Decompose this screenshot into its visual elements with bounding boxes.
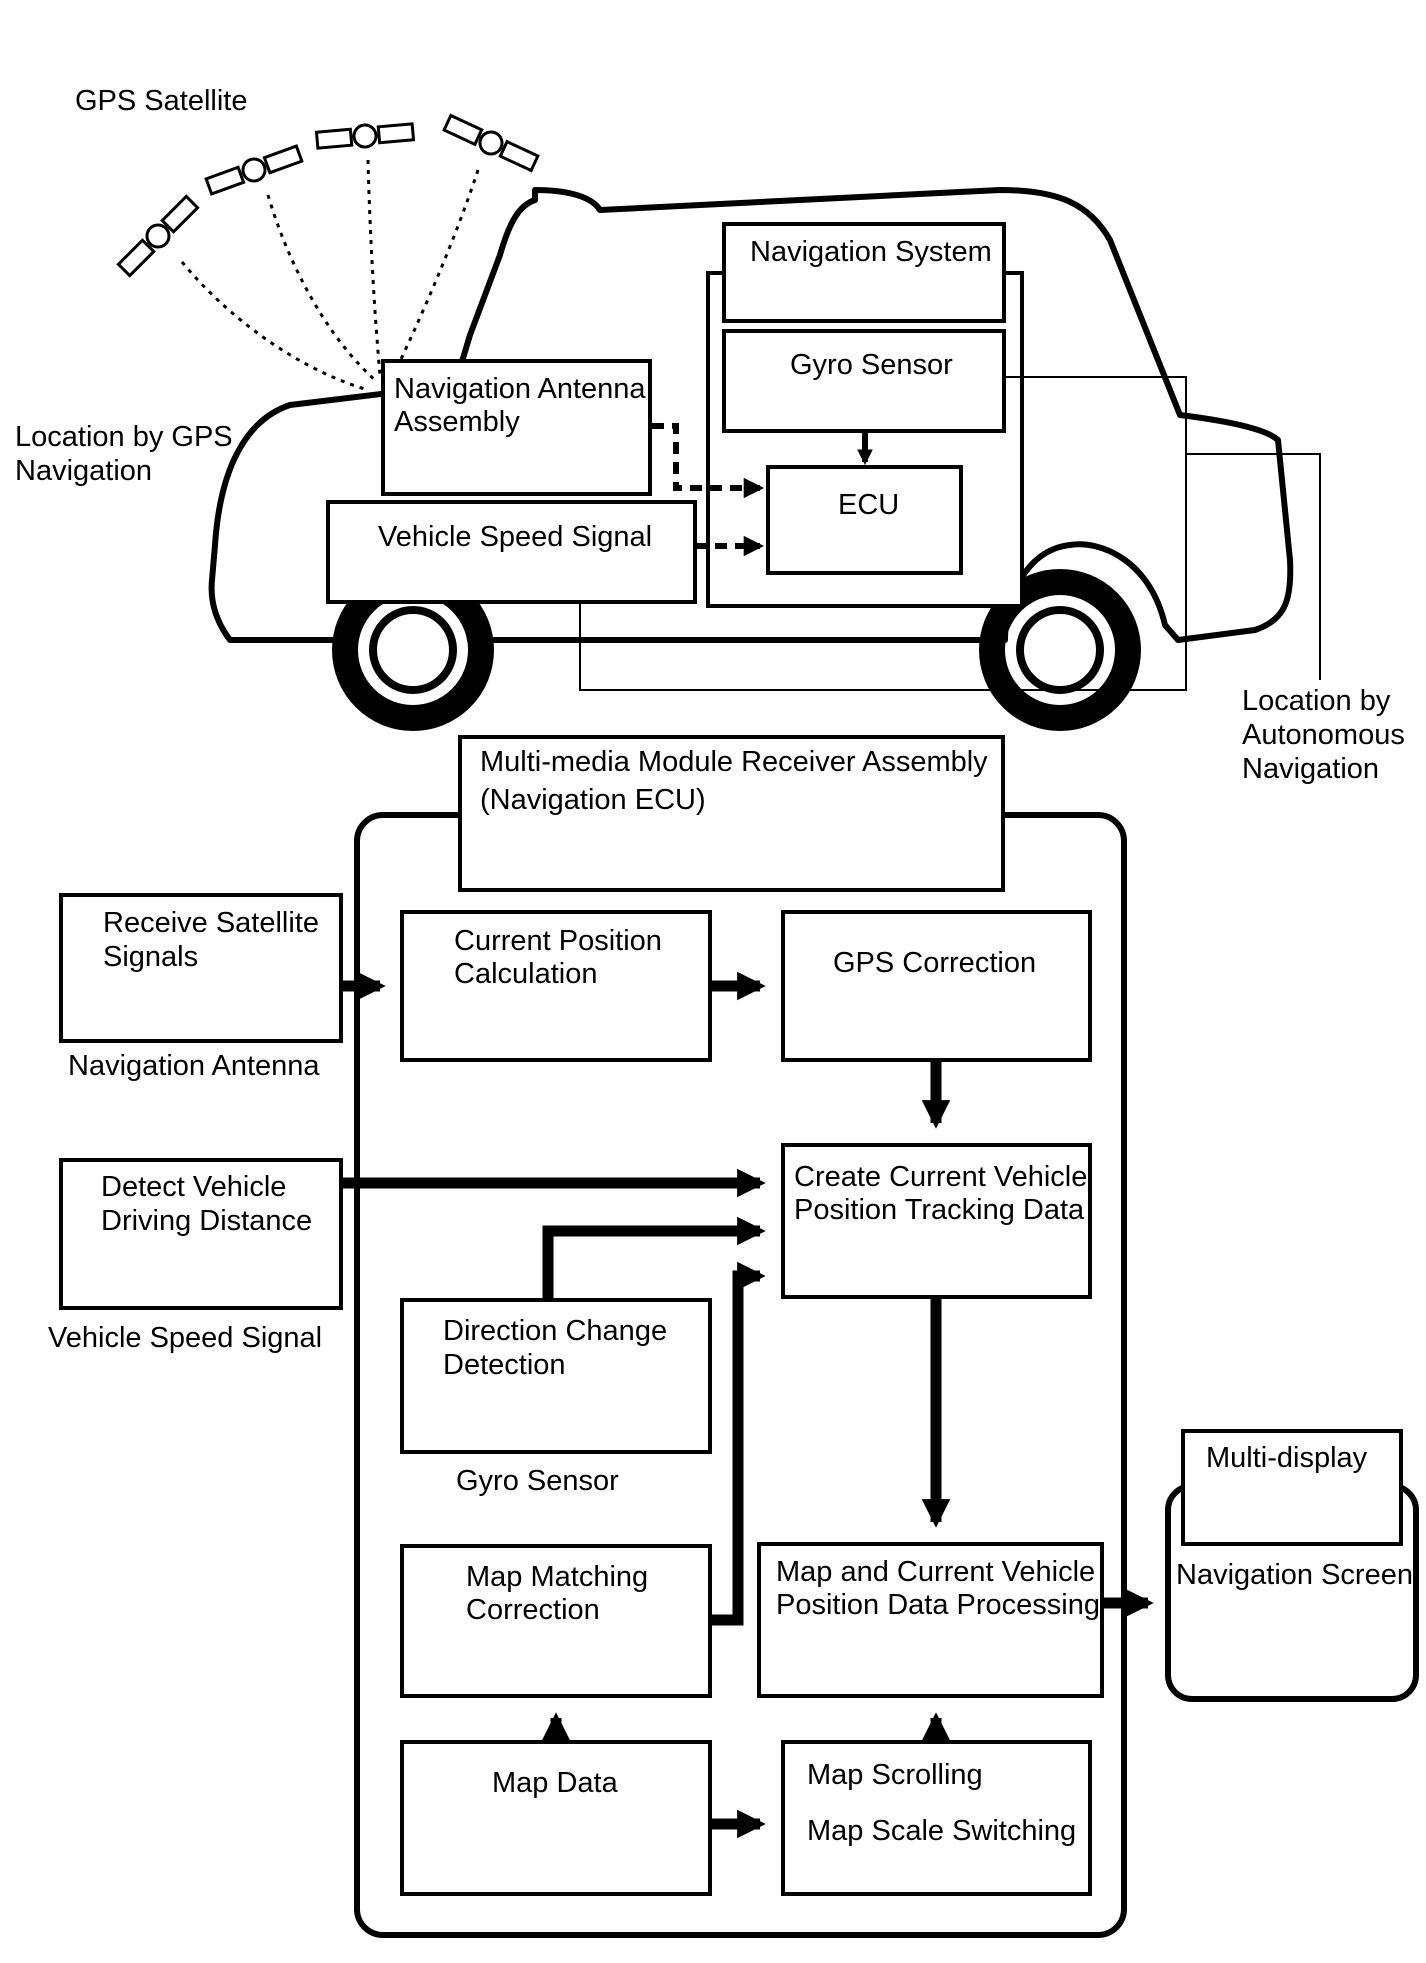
gyro-sensor-top-label: Gyro Sensor	[790, 349, 953, 381]
antenna-to-ecu-arrow	[652, 423, 765, 499]
create-tracking-box	[781, 1143, 1092, 1299]
detect-vehicle-label-1: Detect Vehicle	[101, 1171, 286, 1203]
ecu-label: ECU	[838, 489, 899, 521]
satellite-icon	[116, 194, 200, 278]
map-scale-label: Map Scale Switching	[807, 1815, 1076, 1847]
autonomous-leader-line	[1186, 453, 1321, 680]
vehicle-speed-signal-box-top	[326, 500, 697, 604]
location-autonomous-label-2: Autonomous	[1242, 719, 1405, 751]
current-position-label-1: Current Position	[454, 925, 662, 957]
direction-change-label-1: Direction Change	[443, 1315, 667, 1347]
current-position-box	[400, 910, 712, 1062]
gyro-sensor-label: Gyro Sensor	[456, 1465, 619, 1497]
vehicle-speed-signal-top-label: Vehicle Speed Signal	[378, 521, 652, 553]
satellite-icon	[442, 113, 540, 173]
direction-change-box	[400, 1298, 712, 1454]
direction-to-tracking-arrow	[542, 1216, 766, 1300]
direction-change-label-2: Detection	[443, 1349, 566, 1381]
navigation-screen-label: Navigation Screen	[1176, 1559, 1413, 1591]
satellite-icon	[314, 122, 416, 150]
module-receiver-label-2: (Navigation ECU)	[480, 784, 706, 816]
map-processing-box	[757, 1542, 1104, 1698]
map-matching-to-tracking-arrow	[712, 1261, 766, 1626]
autonomous-bracket	[579, 376, 1187, 691]
receive-satellite-label-1: Receive Satellite	[103, 907, 319, 939]
gyro-sensor-box-top	[722, 329, 1006, 433]
gps-correction-box	[781, 910, 1092, 1062]
map-processing-label-1: Map and Current Vehicle	[776, 1556, 1095, 1588]
create-tracking-label-1: Create Current Vehicle	[794, 1161, 1087, 1193]
location-autonomous-label-3: Navigation	[1242, 753, 1379, 785]
receive-satellite-label-2: Signals	[103, 941, 198, 973]
navigation-system-box	[722, 222, 1006, 323]
location-autonomous-label-1: Location by	[1242, 685, 1391, 717]
module-receiver-box	[458, 735, 1005, 892]
vehicle-speed-signal-label: Vehicle Speed Signal	[48, 1322, 322, 1354]
detect-vehicle-box	[59, 1158, 343, 1310]
gps-correction-label: GPS Correction	[833, 947, 1036, 979]
gps-satellite-label: GPS Satellite	[75, 85, 247, 117]
multi-display-label: Multi-display	[1206, 1442, 1368, 1474]
nav-antenna-assembly-label-1: Navigation Antenna	[394, 373, 646, 405]
nav-antenna-assembly-label-2: Assembly	[394, 406, 520, 438]
map-data-box	[400, 1740, 712, 1896]
map-matching-label-2: Correction	[466, 1594, 600, 1626]
map-matching-box	[400, 1544, 712, 1698]
create-tracking-label-2: Position Tracking Data	[794, 1194, 1085, 1226]
location-gps-label-2: Navigation	[15, 455, 152, 487]
receive-satellite-box	[59, 893, 343, 1043]
gps-signal-waves	[180, 159, 480, 392]
map-processing-label-2: Position Data Processing	[776, 1589, 1100, 1621]
module-receiver-label-1: Multi-media Module Receiver Assembly	[480, 746, 988, 778]
location-gps-label-1: Location by GPS	[15, 421, 233, 453]
flow-arrows	[343, 971, 1154, 1839]
nav-antenna-assembly-box	[381, 359, 652, 496]
map-data-label: Map Data	[492, 1767, 619, 1799]
map-scrolling-label: Map Scrolling	[807, 1759, 983, 1791]
current-position-label-2: Calculation	[454, 958, 597, 990]
map-scrolling-box	[781, 1740, 1092, 1896]
car-illustration	[116, 113, 1294, 731]
map-matching-label-1: Map Matching	[466, 1561, 648, 1593]
navigation-antenna-label: Navigation Antenna	[68, 1050, 320, 1082]
multi-display-box	[1181, 1429, 1403, 1546]
navigation-system-label: Navigation System	[750, 236, 992, 268]
satellite-icon	[204, 144, 304, 196]
ecu-box	[766, 465, 963, 575]
detect-vehicle-label-2: Driving Distance	[101, 1205, 312, 1237]
